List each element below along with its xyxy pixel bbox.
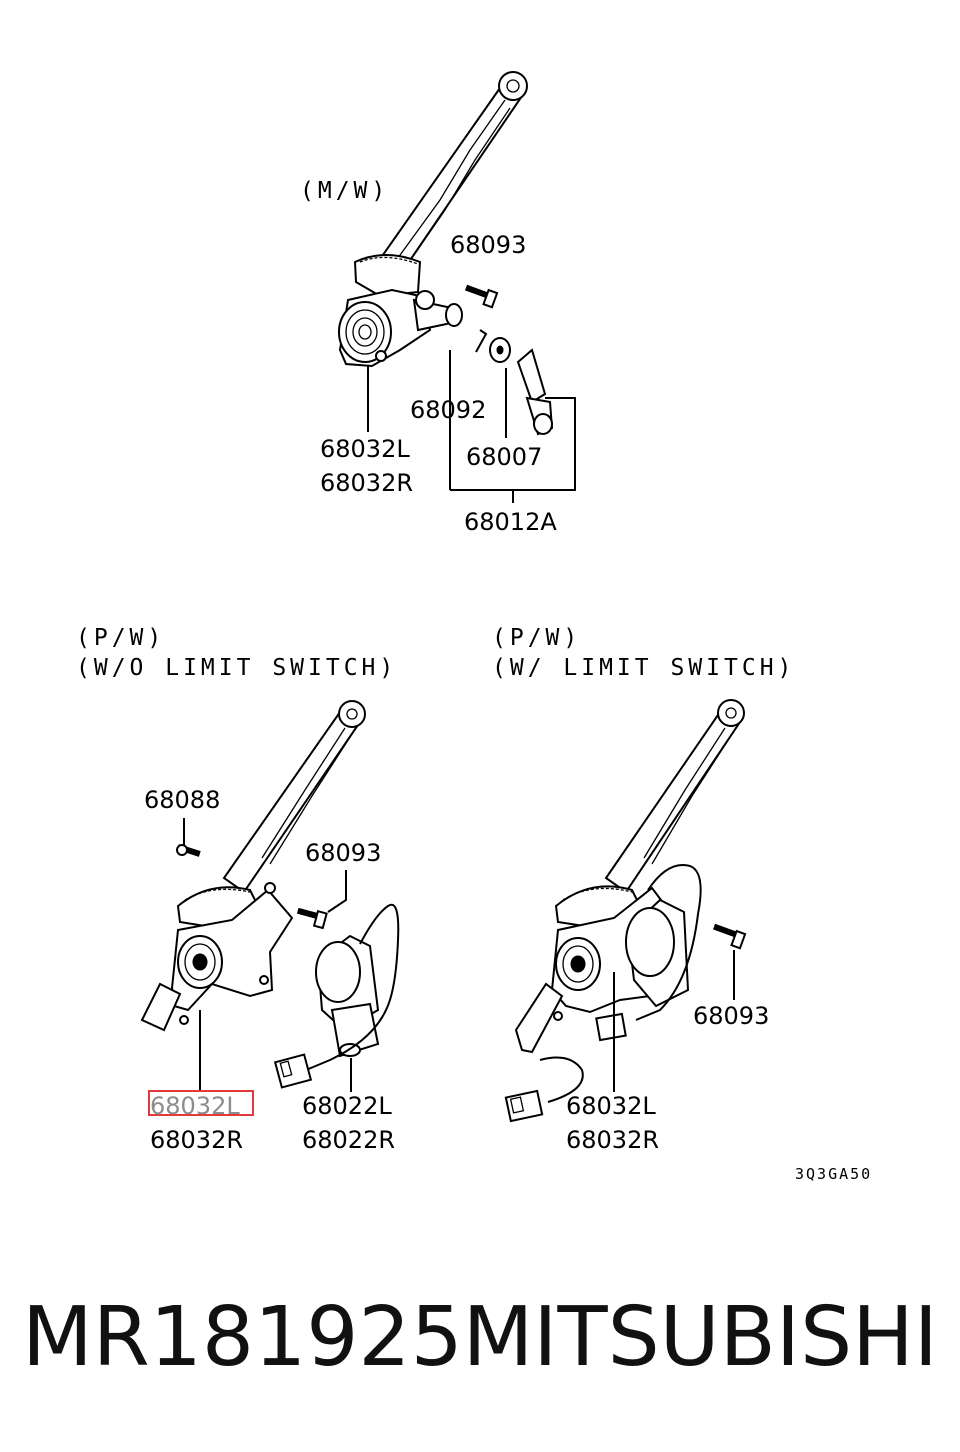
pw-noswitch-caption-1: (P/W) <box>76 625 165 651</box>
label-68032l-pw-switch: 68032L <box>566 1092 656 1120</box>
bolt-icon <box>712 923 747 950</box>
bolt-icon <box>296 907 328 930</box>
label-68093-pw-noswitch: 68093 <box>305 839 381 867</box>
label-68032l-manual: 68032L <box>320 435 410 463</box>
label-68093-pw-switch: 68093 <box>693 1002 769 1030</box>
window-handle-icon <box>516 348 554 436</box>
parts-diagram: (M/W) 68093 68092 68032L 68032R 68007 68… <box>76 71 872 1183</box>
label-68022r: 68022R <box>302 1126 395 1154</box>
label-68092: 68092 <box>410 396 486 424</box>
manual-regulator-assembly <box>338 71 576 503</box>
pw-noswitch-caption-2: (W/O LIMIT SWITCH) <box>76 655 397 681</box>
pw-switch-caption-2: (W/ LIMIT SWITCH) <box>492 655 795 681</box>
highlight-box <box>148 1090 254 1116</box>
brand-name: MITSUBISHI <box>462 1290 938 1385</box>
bolt-icon <box>464 284 499 309</box>
pw-switch-caption-1: (P/W) <box>492 625 581 651</box>
power-regulator-no-switch-assembly <box>140 700 400 1092</box>
footer: MR181925 MITSUBISHI <box>0 1288 960 1398</box>
label-68007: 68007 <box>466 443 542 471</box>
power-regulator-with-switch-assembly <box>504 699 747 1123</box>
window-motor-icon <box>273 903 400 1089</box>
label-68032r-pw-switch: 68032R <box>566 1126 659 1154</box>
label-68012a: 68012A <box>464 508 557 536</box>
label-68093-manual: 68093 <box>450 231 526 259</box>
label-68088: 68088 <box>144 786 220 814</box>
diagram-code: 3Q3GA50 <box>795 1165 872 1183</box>
washer-icon <box>489 337 511 363</box>
label-68032r-manual: 68032R <box>320 469 413 497</box>
screw-icon <box>176 844 201 857</box>
manual-caption: (M/W) <box>300 178 389 204</box>
label-68032r-pw-noswitch: 68032R <box>150 1126 243 1154</box>
label-68032l-highlighted: 68032L <box>150 1092 240 1120</box>
part-number: MR181925 <box>22 1290 463 1385</box>
label-68022l: 68022L <box>302 1092 392 1120</box>
